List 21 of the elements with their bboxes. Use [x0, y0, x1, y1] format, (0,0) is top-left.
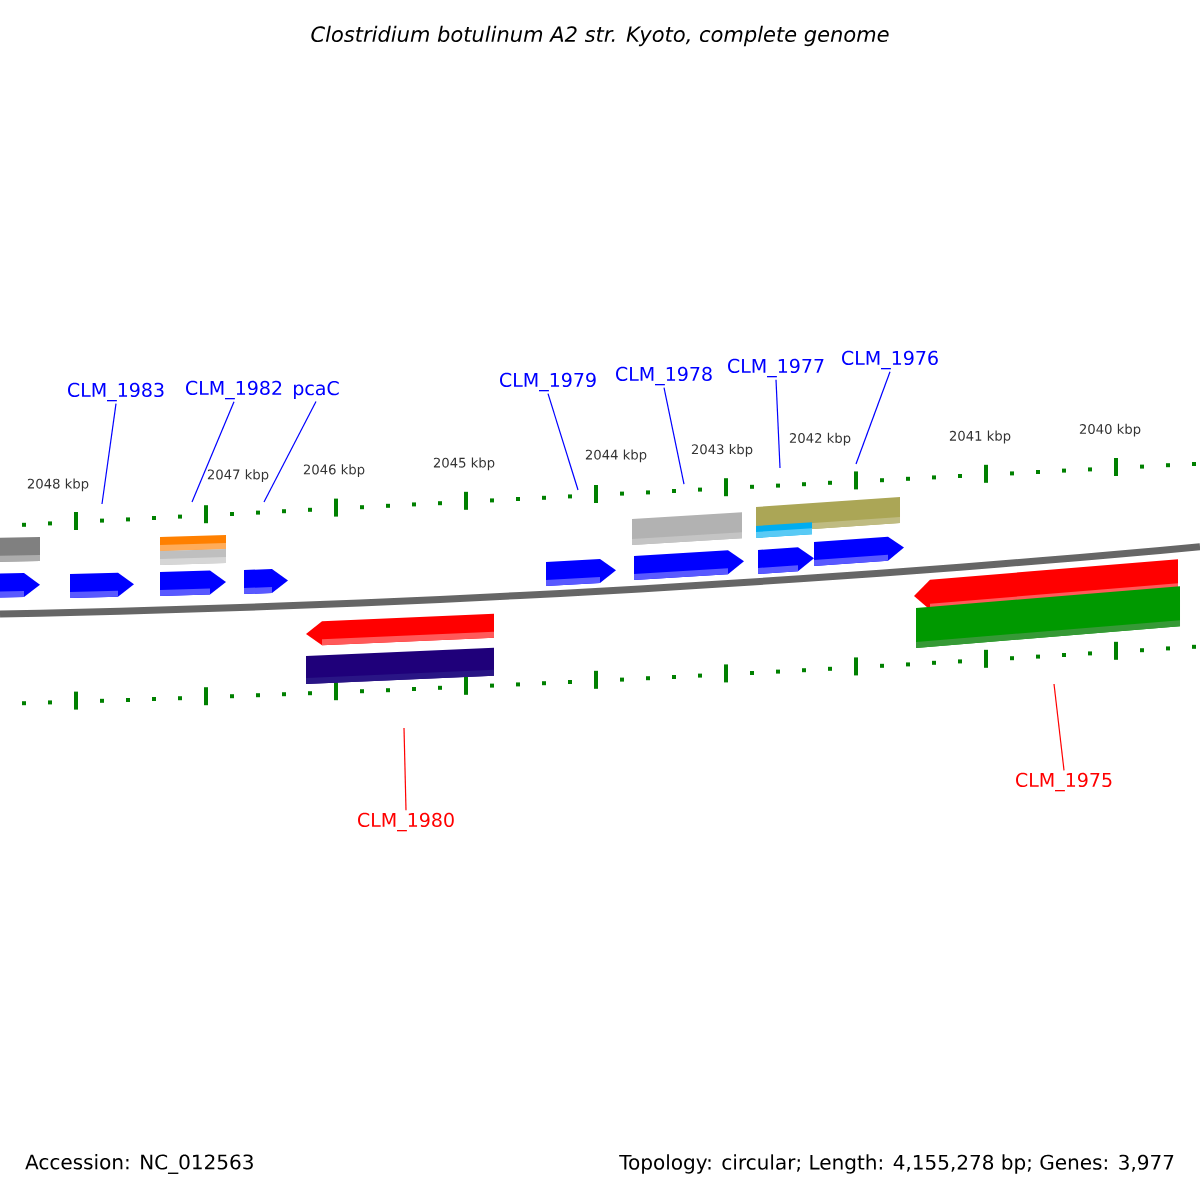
leader-line: [663, 387, 685, 485]
leader-line: [855, 371, 891, 465]
title: Clostridium botulinum A2 str. Kyoto, complete genome: [311, 25, 889, 47]
gene-label: pcaC: [294, 380, 339, 400]
leader-line: [263, 400, 317, 503]
gene-label: CLM_1977: [728, 358, 824, 378]
gene-label: CLM_1978: [616, 366, 712, 386]
gene-label: CLM_1979: [500, 372, 596, 392]
gene-label: CLM_1975: [1016, 772, 1112, 792]
gene-label: CLM_1982: [186, 380, 282, 400]
gene-label: CLM_1980: [358, 812, 454, 832]
gene-label: CLM_1983: [68, 382, 164, 402]
leader-line: [403, 727, 407, 811]
genome-info-text: Topology: circular; Length: 4,155,278 bp; Genes: 3,977: [619, 1154, 1174, 1174]
leader-line: [1053, 683, 1065, 771]
gene-label: CLM_1976: [842, 350, 938, 370]
leader-line: [101, 403, 117, 505]
leader-line: [775, 379, 781, 469]
leader-line: [547, 393, 579, 491]
leader-line: [191, 401, 235, 503]
accession-text: Accession: NC_012563: [25, 1154, 253, 1174]
